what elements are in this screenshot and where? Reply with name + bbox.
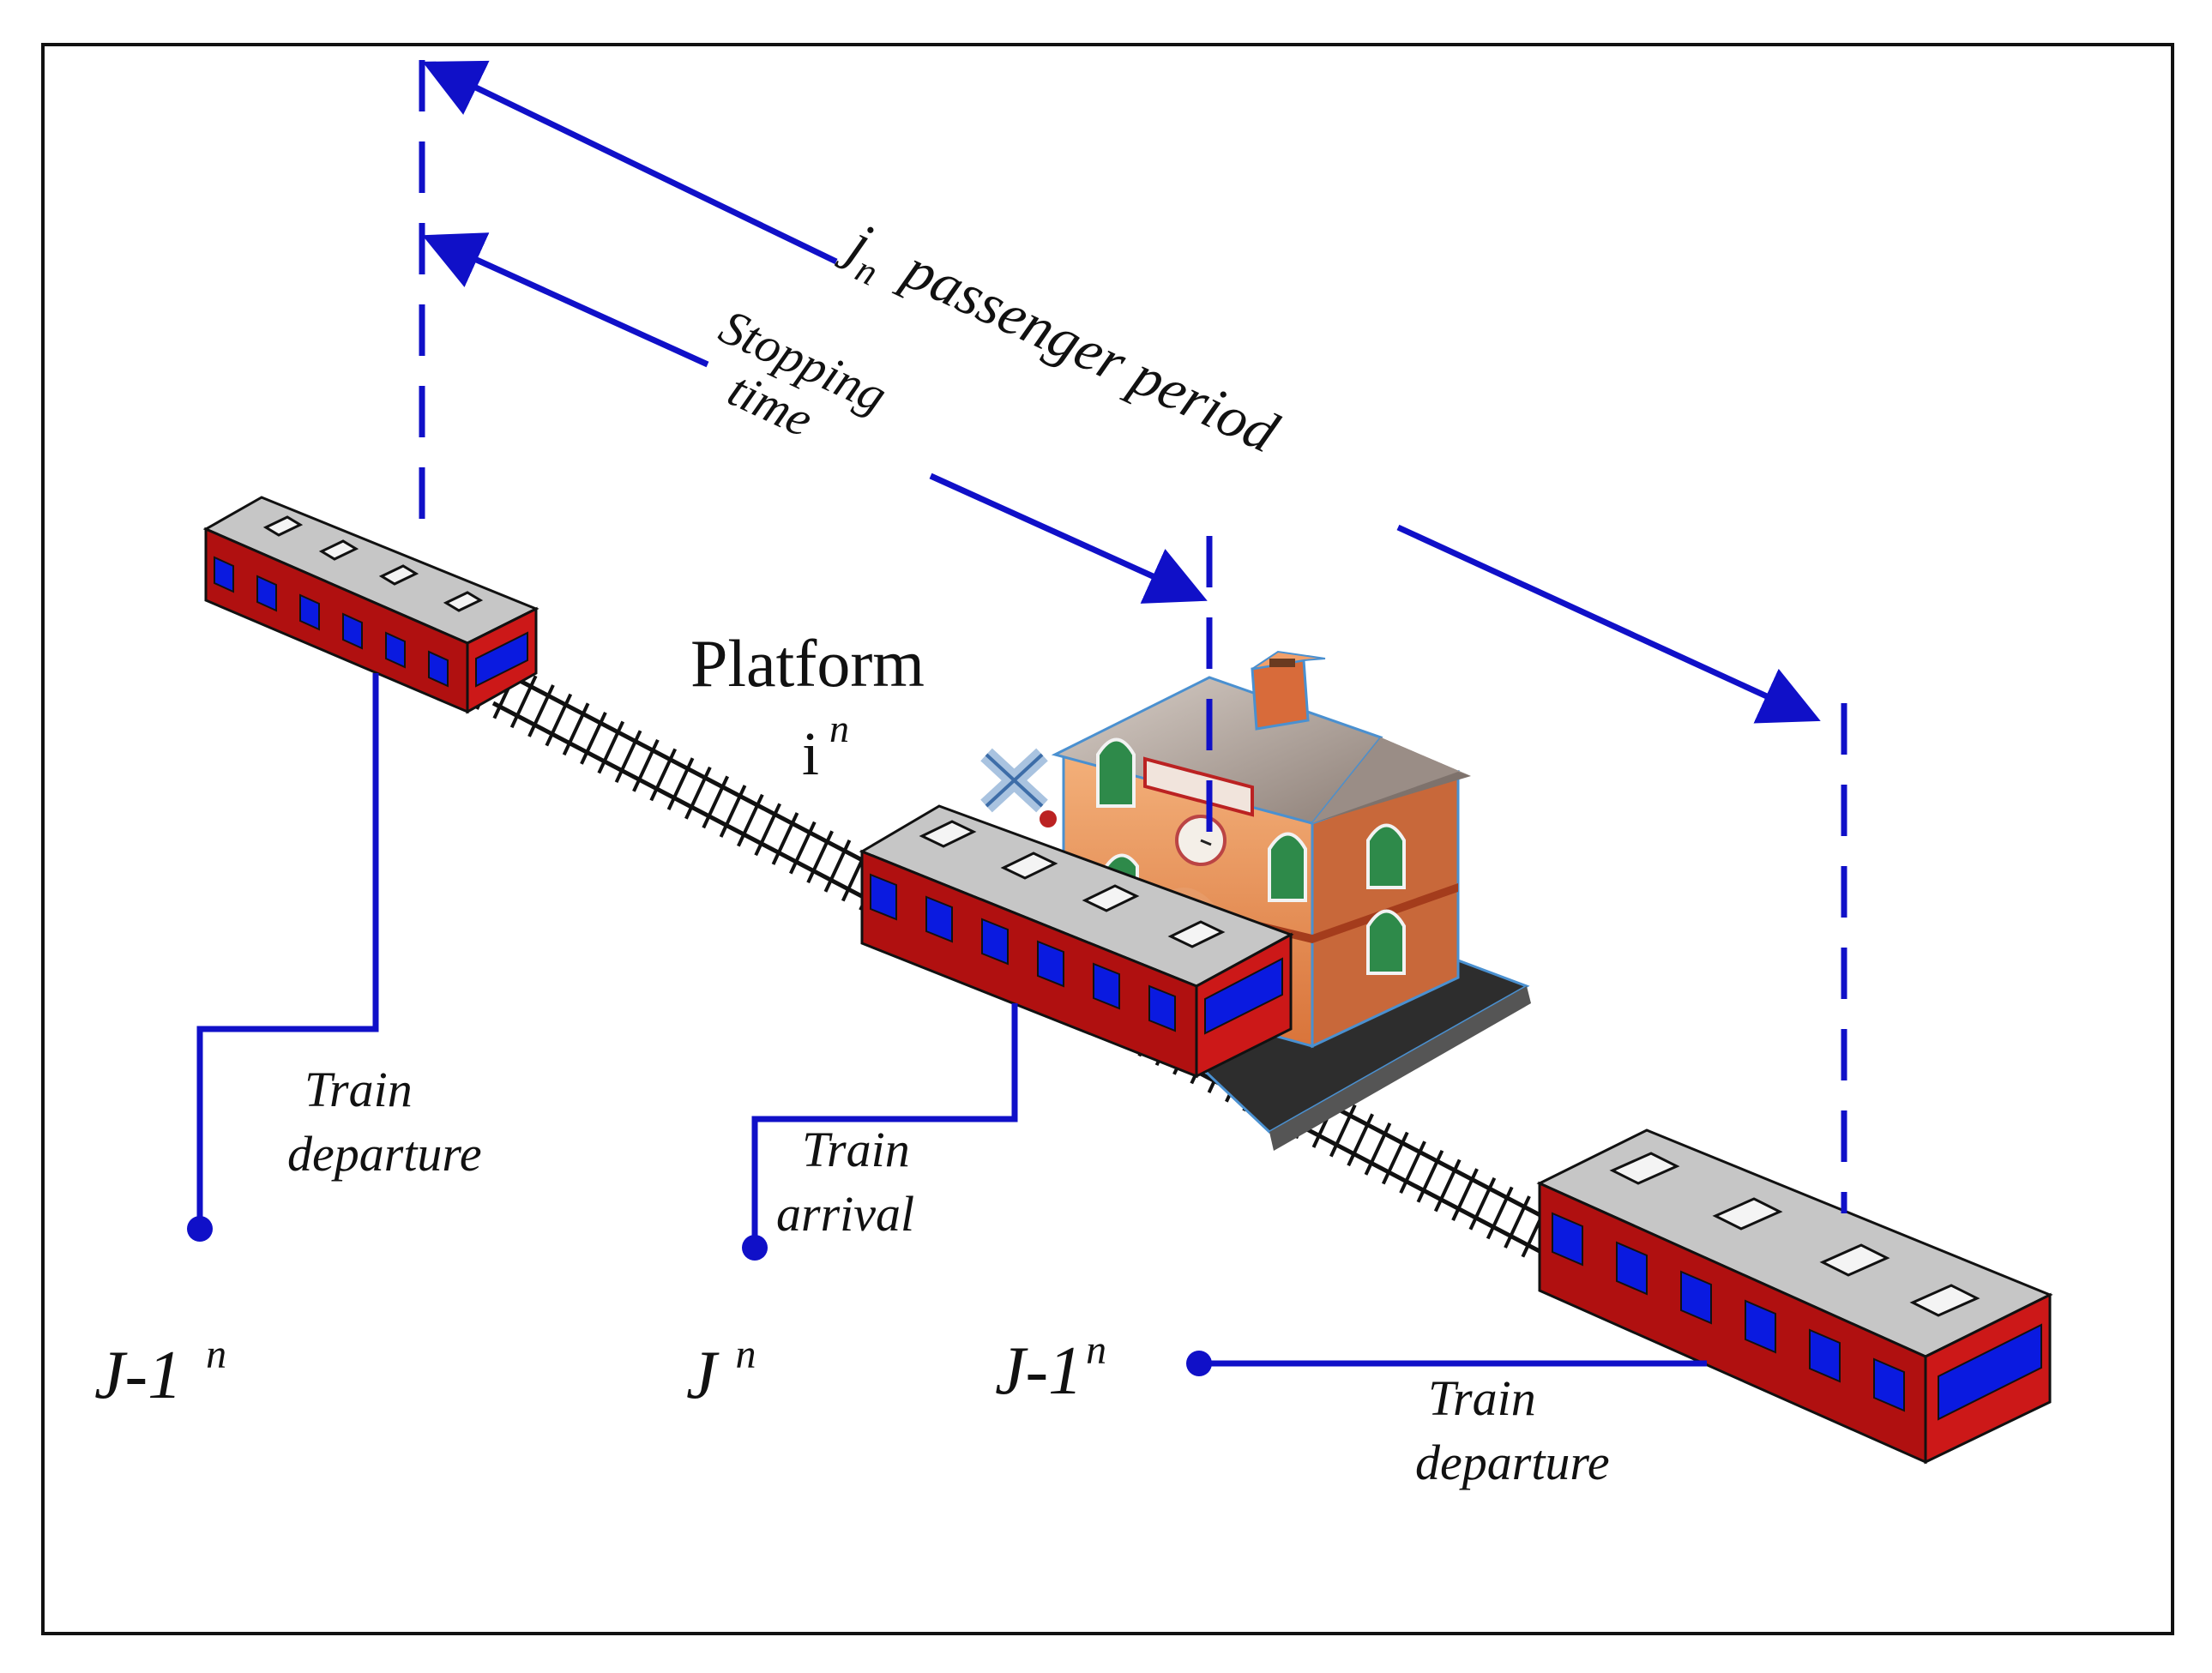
track-tie (1329, 1104, 1357, 1158)
platform-index: i (802, 719, 819, 788)
svg-text:Jn: Jn (686, 1332, 756, 1413)
node-mid: J (686, 1338, 720, 1413)
track-tie (562, 702, 590, 756)
track-tie (1451, 1168, 1479, 1221)
leader-endpoints (187, 1216, 1212, 1376)
dep-right-line1: Train (1428, 1370, 1536, 1426)
dep-right-line2: departure (1415, 1435, 1610, 1490)
stopping-arrow-left (422, 232, 709, 368)
track-tie (632, 738, 660, 792)
track-tie (1347, 1113, 1374, 1167)
arrival-line2: arrival (776, 1186, 914, 1242)
track-tie (806, 830, 834, 884)
track-tie (1504, 1195, 1531, 1249)
node-left-sup: n (206, 1332, 226, 1377)
track-tie (509, 675, 538, 729)
track-tie (1433, 1158, 1462, 1213)
track-tie (597, 720, 625, 774)
track-tie (580, 712, 607, 765)
crossing-sign-icon (980, 748, 1057, 827)
endpoint-dot-right (1186, 1351, 1212, 1376)
track-tie (545, 693, 573, 747)
node-right: J-1 (995, 1333, 1082, 1409)
track-tie (1486, 1186, 1514, 1240)
track-tie (614, 730, 642, 784)
track-tie (1381, 1131, 1409, 1185)
dep-left-line2: departure (287, 1126, 482, 1182)
leader-departure-left (196, 673, 379, 1226)
leader-arrival (751, 1003, 1018, 1248)
track-tie (719, 785, 747, 838)
diagram-frame (41, 43, 2174, 1635)
track-tie (1399, 1140, 1426, 1195)
track-tie (649, 748, 678, 802)
track-tie (754, 803, 781, 857)
track-tie (1416, 1149, 1444, 1203)
annotation-lines (196, 60, 1847, 1367)
track-tie (737, 793, 764, 847)
node-mid-sup: n (736, 1332, 756, 1377)
stopping-arrow-right (929, 472, 1208, 604)
svg-text:J-1n: J-1 n (94, 1332, 226, 1413)
period-label: passenger period (891, 234, 1288, 466)
arrival-line1: Train (802, 1122, 910, 1177)
platform-label: Platform (690, 626, 925, 701)
track-tie (771, 812, 799, 865)
track-tie (702, 775, 730, 829)
train-car-middle (859, 804, 1294, 1079)
period-arrow-right (1396, 524, 1821, 724)
svg-text:J-1n: J-1n (995, 1327, 1106, 1409)
track-tie (684, 766, 712, 820)
node-right-sup: n (1086, 1327, 1106, 1373)
track-tie (527, 684, 555, 737)
train-car-left (202, 496, 539, 714)
platform-index-sup: n (829, 707, 849, 750)
track-tie (1364, 1122, 1392, 1176)
period-arrow-left (422, 60, 838, 265)
node-left: J-1 (94, 1338, 182, 1413)
endpoint-dot-mid (742, 1235, 768, 1261)
svg-text:in: in (802, 707, 849, 788)
train-car-right (1536, 1128, 2053, 1465)
track-tie (823, 840, 852, 893)
dep-left-line1: Train (304, 1062, 413, 1117)
track-tie (1468, 1177, 1497, 1231)
track-tie (666, 757, 695, 810)
track-tie (788, 821, 817, 875)
endpoint-dot-left (187, 1216, 213, 1242)
